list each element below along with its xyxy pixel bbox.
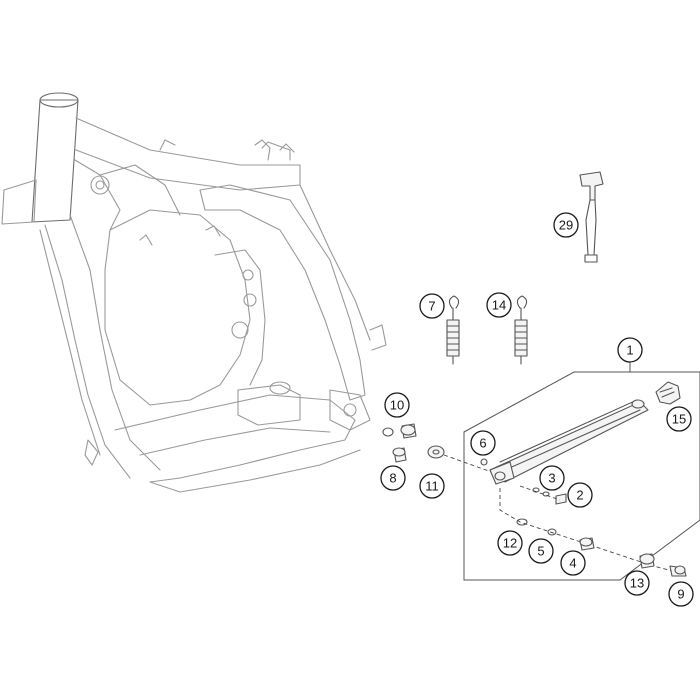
callout-13: 13 <box>624 570 650 596</box>
svg-text:7: 7 <box>428 299 435 314</box>
part-5-washer <box>547 528 557 536</box>
part-29-tool <box>579 171 604 263</box>
svg-text:11: 11 <box>425 479 439 494</box>
part-15-stand-foot <box>655 381 681 405</box>
callout-12: 12 <box>497 530 523 556</box>
svg-text:15: 15 <box>672 412 686 427</box>
svg-text:1: 1 <box>626 343 633 358</box>
callout-5: 5 <box>528 538 554 564</box>
part-14-spring <box>514 295 528 365</box>
callout-29: 29 <box>553 212 579 238</box>
svg-text:12: 12 <box>503 536 517 551</box>
part-1-side-stand <box>489 399 649 485</box>
part-12-washer <box>516 518 528 526</box>
callout-1: 1 <box>617 337 643 363</box>
svg-text:9: 9 <box>677 587 684 602</box>
callout-2: 2 <box>567 482 593 508</box>
part-9-bolt <box>669 565 687 577</box>
callout-6: 6 <box>470 430 496 456</box>
svg-text:3: 3 <box>548 471 555 486</box>
part-11-washer <box>427 445 445 459</box>
callout-3: 3 <box>539 465 565 491</box>
svg-text:6: 6 <box>479 436 486 451</box>
callout-9: 9 <box>668 581 694 607</box>
callout-4: 4 <box>560 550 586 576</box>
part-8-bolt <box>392 447 407 463</box>
svg-text:4: 4 <box>569 556 576 571</box>
svg-text:2: 2 <box>576 488 583 503</box>
callout-10: 10 <box>384 392 410 418</box>
svg-text:13: 13 <box>630 576 644 591</box>
svg-text:29: 29 <box>559 218 573 233</box>
part-4-bushing <box>579 537 595 551</box>
part-bolt-pin <box>400 423 417 439</box>
callout-14: 14 <box>486 292 512 318</box>
callout-8: 8 <box>380 465 406 491</box>
part-13-bushing <box>639 553 655 569</box>
part-6-pin <box>480 458 488 466</box>
callout-11: 11 <box>419 473 445 499</box>
svg-text:5: 5 <box>537 544 544 559</box>
callout-15: 15 <box>666 406 692 432</box>
assembly-group-outline <box>463 371 700 581</box>
svg-text:10: 10 <box>390 398 404 413</box>
svg-text:14: 14 <box>492 298 506 313</box>
svg-text:8: 8 <box>389 471 396 486</box>
part-2-bolt <box>555 493 567 505</box>
callout-7: 7 <box>419 293 445 319</box>
motorcycle-frame <box>1 92 387 493</box>
part-7-spring <box>446 295 460 365</box>
part-10-washer <box>382 427 394 437</box>
